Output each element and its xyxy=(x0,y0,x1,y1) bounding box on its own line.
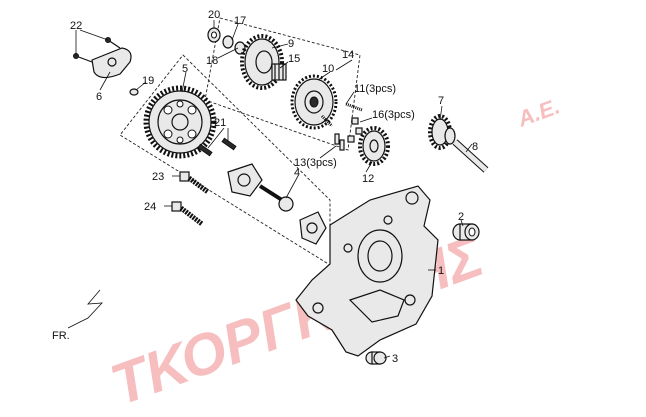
callout-14: 14 xyxy=(342,49,354,61)
part-bushing-3 xyxy=(365,351,387,365)
part-pins-13 xyxy=(334,133,345,151)
callout-6: 6 xyxy=(96,91,102,103)
callout-18: 18 xyxy=(206,55,218,67)
callout-20: 20 xyxy=(208,9,220,21)
callout-24: 24 xyxy=(144,201,156,213)
part-oil-pump xyxy=(227,163,327,245)
part-o-ring xyxy=(129,88,139,96)
part-gear-7 xyxy=(428,114,456,150)
front-direction-indicator: FR. xyxy=(52,289,103,342)
callout-13: 13(3pcs) xyxy=(294,157,337,169)
part-rollers-16 xyxy=(347,117,363,143)
front-label: FR. xyxy=(52,330,70,342)
part-bolt-24 xyxy=(171,201,204,226)
part-bushing-2 xyxy=(452,223,480,241)
part-gear-9 xyxy=(240,34,284,90)
callout-10: 10 xyxy=(322,63,334,75)
callout-8: 8 xyxy=(472,141,478,153)
callout-9: 9 xyxy=(288,38,294,50)
part-springs-11 xyxy=(320,102,363,128)
watermark-suffix: A.E. xyxy=(513,93,563,131)
part-clutch-10 xyxy=(290,74,338,130)
part-washer-18 xyxy=(222,35,246,55)
callout-12: 12 xyxy=(362,173,374,185)
callout-3: 3 xyxy=(392,353,398,365)
callout-19: 19 xyxy=(142,75,154,87)
callout-17: 17 xyxy=(234,15,246,27)
callout-7: 7 xyxy=(438,95,444,107)
part-cover-plate xyxy=(73,37,132,79)
callout-2: 2 xyxy=(458,211,464,223)
callout-4: 4 xyxy=(294,167,300,179)
assembly-box-top xyxy=(204,17,361,151)
callout-11: 11(3pcs) xyxy=(354,83,396,95)
part-crankcase xyxy=(295,185,439,357)
callout-5: 5 xyxy=(182,63,188,75)
callout-16: 16(3pcs) xyxy=(372,109,415,121)
callout-23: 23 xyxy=(152,171,164,183)
part-shaft-8 xyxy=(452,139,489,173)
callout-labels: 22 6 19 5 20 17 18 9 14 15 10 11(3pcs) 1… xyxy=(70,9,478,365)
part-pins xyxy=(197,137,237,157)
leader-lines xyxy=(75,20,473,359)
part-washer-20 xyxy=(207,27,221,43)
part-bolt-23 xyxy=(179,171,210,195)
part-large-gear xyxy=(143,85,217,159)
callout-21: 21 xyxy=(214,117,226,129)
callout-15: 15 xyxy=(288,53,300,65)
part-bearing-15 xyxy=(271,63,287,81)
part-gear-12 xyxy=(358,126,390,166)
callout-22: 22 xyxy=(70,20,82,32)
callout-1: 1 xyxy=(438,265,444,277)
